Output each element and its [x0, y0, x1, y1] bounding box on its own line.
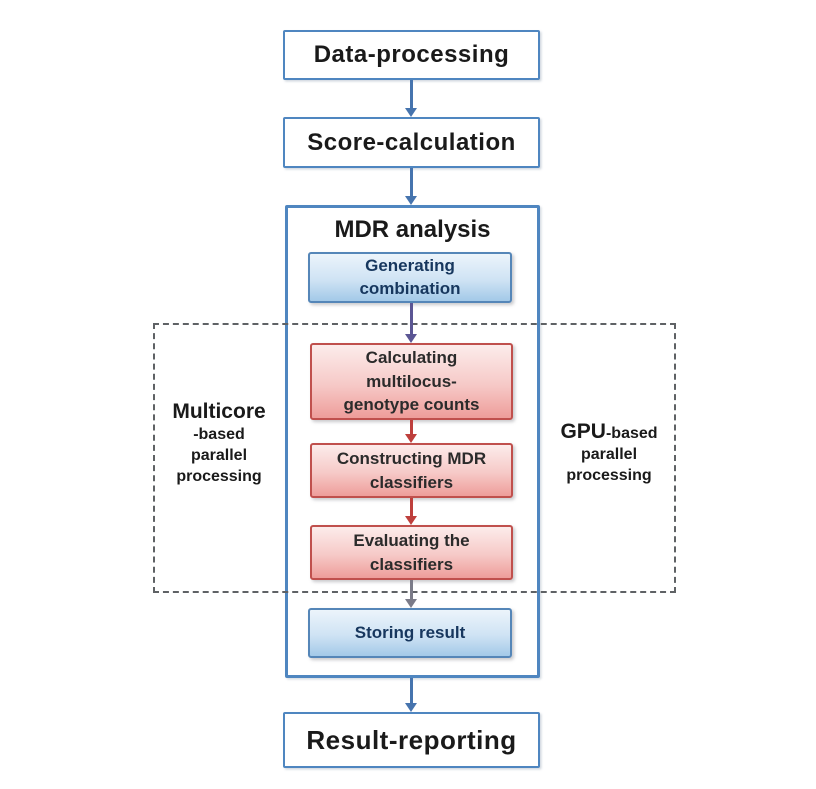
label-line: GPU-based: [548, 418, 670, 445]
label-based: -based: [605, 425, 658, 442]
node-generating-combination: Generating combination: [308, 252, 512, 303]
arrow-evaluating-to-storing: [405, 580, 417, 608]
arrow-constructing-to-evaluating: [405, 498, 417, 525]
label-gpu: GPU: [560, 420, 606, 443]
arrow-data-to-score: [405, 80, 417, 117]
arrow-mdr-to-result: [405, 678, 417, 712]
arrow-shaft: [409, 678, 413, 703]
arrow-head: [405, 703, 417, 712]
arrow-shaft: [409, 303, 413, 334]
node-storing-result: Storing result: [308, 608, 512, 658]
label-line: parallel: [580, 446, 638, 464]
arrow-head: [405, 516, 417, 525]
arrow-head: [405, 196, 417, 205]
arrow-head: [405, 334, 417, 343]
label-gpu-parallel-processing: GPU-based parallel processing: [548, 418, 670, 487]
arrow-generating-to-calculating: [405, 303, 417, 343]
label-line: processing: [176, 467, 262, 485]
mdr-analysis-title: MDR analysis: [334, 216, 491, 243]
node-calculating-genotype-counts: Calculating multilocus- genotype counts: [310, 343, 513, 420]
arrow-head: [405, 108, 417, 117]
label-line: Multicore: [172, 400, 266, 423]
arrow-head: [405, 434, 417, 443]
arrow-shaft: [409, 498, 413, 516]
node-constructing-mdr-classifiers: Constructing MDR classifiers: [310, 443, 513, 498]
arrow-shaft: [409, 168, 413, 196]
label-line: processing: [566, 467, 652, 485]
label-multicore-parallel-processing: Multicore -based parallel processing: [158, 398, 280, 488]
arrow-shaft: [409, 420, 413, 434]
label-line: -based: [193, 426, 245, 444]
node-evaluating-classifiers: Evaluating the classifiers: [310, 525, 513, 580]
label-line: parallel: [190, 447, 248, 465]
parallel-processing-region: [153, 323, 676, 593]
node-result-reporting: Result-reporting: [283, 712, 540, 768]
arrow-score-to-mdr: [405, 168, 417, 205]
node-score-calculation: Score-calculation: [283, 117, 540, 168]
arrow-calculating-to-constructing: [405, 420, 417, 443]
arrow-shaft: [409, 80, 413, 108]
node-data-processing: Data-processing: [283, 30, 540, 80]
arrow-shaft: [409, 580, 413, 599]
arrow-head: [405, 599, 417, 608]
